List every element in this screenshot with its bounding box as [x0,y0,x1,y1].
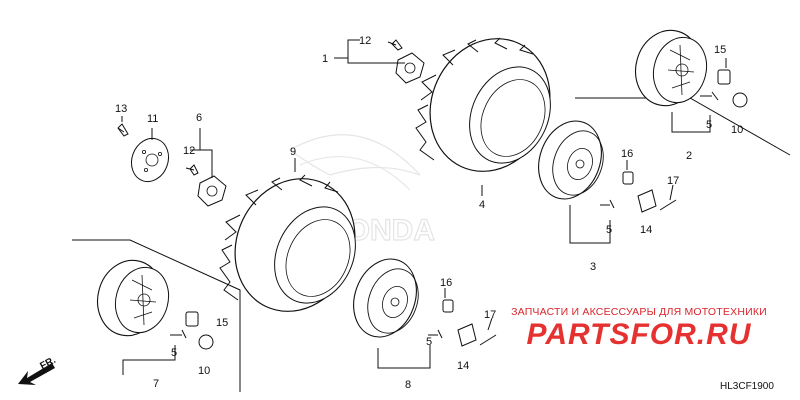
callout-14a: 14 [640,224,652,236]
callout-7: 7 [153,378,159,390]
callout-5b: 5 [606,224,612,236]
wheel-rim-8 [353,258,419,338]
callout-4: 4 [479,199,485,211]
callout-8: 8 [405,379,411,391]
nut-16b [442,299,454,313]
front-direction-arrow-icon [18,363,55,385]
tire-right [415,37,551,172]
callout-12a: 12 [359,35,371,47]
hub-6 [197,175,227,207]
disc-plate-11 [130,137,170,183]
callout-2: 2 [686,150,692,162]
alloy-wheel-7 [97,259,170,337]
hub-1 [395,52,425,84]
leader-lines [121,39,727,375]
nut-16a [622,171,634,185]
castle-nut-14a [637,189,657,213]
watermark-logo: PARTSFOR.RU [526,318,752,351]
callout-12b: 12 [183,145,195,157]
callout-5a: 5 [706,119,712,131]
nut-10a [732,92,748,108]
callout-17b: 17 [484,309,496,321]
callout-13: 13 [115,103,127,115]
callout-11: 11 [147,113,158,125]
valve-5b [600,199,615,209]
watermark-subtitle: ЗАПЧАСТИ И АКСЕССУАРЫ ДЛЯ МОТОТЕХНИКИ [511,306,767,318]
valve-5a [700,91,719,101]
valve-5c [428,329,443,339]
callout-10a: 10 [731,124,743,136]
callout-10b: 10 [198,365,210,377]
callout-5c: 5 [426,336,432,348]
callout-15a: 15 [714,44,726,56]
wheel-rim-3 [538,120,604,200]
nut-10b [198,334,214,350]
tire-left [219,174,356,312]
nut-15b [185,311,199,327]
callout-15b: 15 [216,317,228,329]
callout-3: 3 [590,261,596,273]
alloy-wheel-2 [635,29,708,107]
cotter-pin-17b [479,334,497,346]
callout-17a: 17 [667,175,679,187]
callout-9: 9 [290,146,296,158]
callout-16a: 16 [621,148,633,160]
nut-15a [717,69,731,85]
bolt-13 [117,123,129,137]
valve-5d [170,329,187,339]
callout-16b: 16 [440,277,452,289]
cotter-pin-17a [659,199,677,211]
partsfor-watermark: ЗАПЧАСТИ И АКСЕССУАРЫ ДЛЯ МОТОТЕХНИКИ PA… [489,306,789,350]
bolt-12-left [185,164,199,176]
castle-nut-14b [457,323,477,347]
callout-1: 1 [322,53,328,65]
callout-14b: 14 [457,360,469,372]
callout-labels: 1 2 3 4 5 5 5 5 6 7 8 9 10 10 11 12 12 1… [115,35,743,391]
callout-5d: 5 [171,347,177,359]
bolt-12-top [387,39,403,51]
hardware [117,39,748,350]
callout-6: 6 [196,112,202,124]
diagram-code: HL3CF1900 [720,381,774,392]
